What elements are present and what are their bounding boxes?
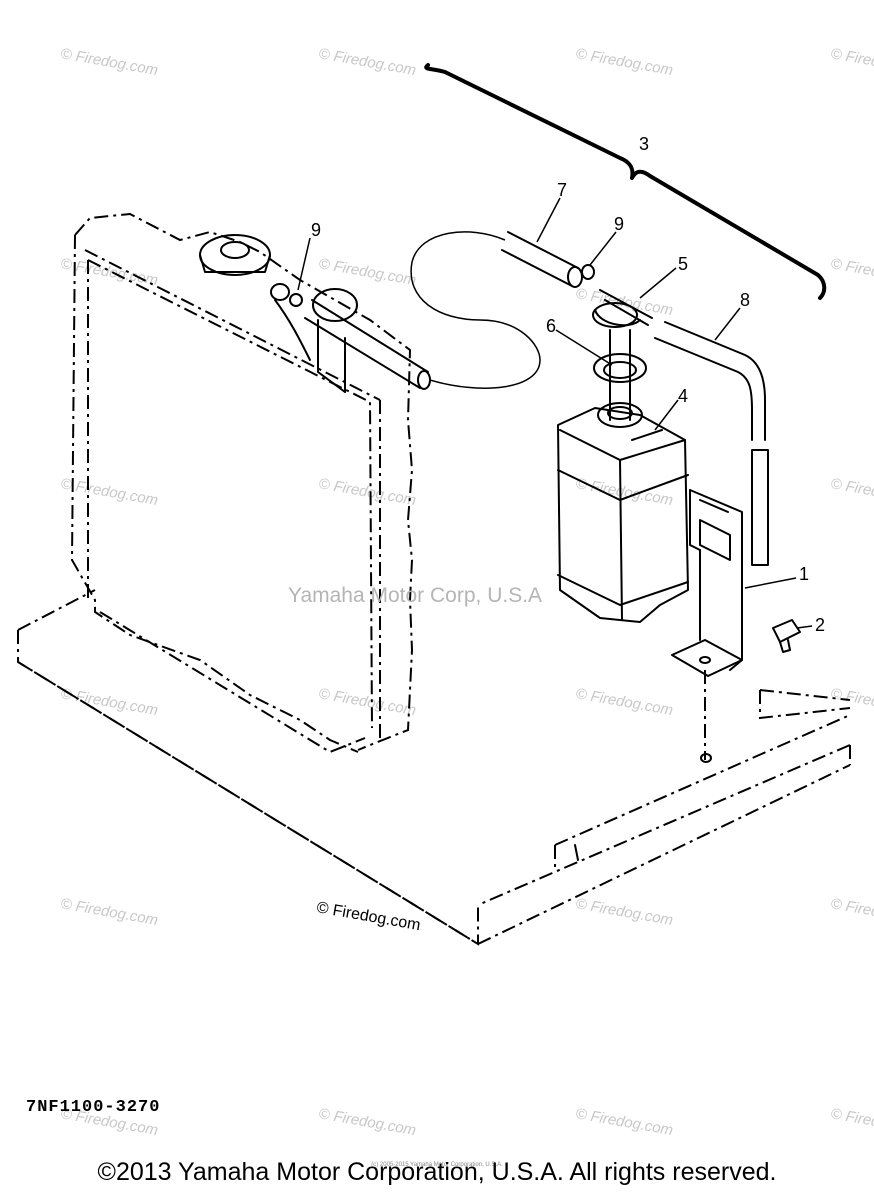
watermark: © Firedog.com: [317, 475, 417, 509]
watermark: © Firedog.com: [829, 685, 874, 719]
callout-8: 8: [740, 290, 750, 310]
watermark: © Firedog.com: [829, 45, 874, 79]
watermark: © Firedog.com: [574, 45, 674, 79]
watermark: © Firedog.com: [574, 685, 674, 719]
callout-9-radiator: 9: [311, 220, 321, 240]
reservoir-tank-4: [557, 402, 689, 623]
leader-lines: [297, 197, 813, 629]
callout-6: 6: [546, 316, 556, 336]
callout-4: 4: [678, 386, 688, 406]
kit-brace-3: [424, 63, 827, 300]
watermark: © Firedog.com: [829, 475, 874, 509]
watermark: © Firedog.com: [574, 475, 674, 509]
watermark: © Firedog.com: [59, 45, 159, 79]
callout-1: 1: [799, 564, 809, 584]
bolt-2: [772, 619, 801, 653]
clip-9: [581, 264, 595, 280]
radiator: [70, 212, 414, 753]
callout-3: 3: [639, 134, 649, 154]
drawing-code: 7NF1100-3270: [26, 1098, 161, 1117]
watermark: © Firedog.com: [317, 1105, 417, 1139]
watermark: © Firedog.com: [829, 255, 874, 289]
callout-7: 7: [557, 180, 567, 200]
watermark: © Firedog.com: [574, 895, 674, 929]
radiator-cap: [199, 234, 271, 276]
footer-copyright: ©2013 Yamaha Motor Corporation, U.S.A. A…: [97, 1158, 777, 1186]
callout-2: 2: [815, 615, 825, 635]
callout-5: 5: [678, 254, 688, 274]
firedog-copyright: © Firedog.com: [315, 899, 422, 934]
hose-7: [410, 231, 583, 389]
hose-8: [654, 321, 769, 566]
watermark: © Firedog.com: [574, 1105, 674, 1139]
watermark: © Firedog.com: [59, 475, 159, 509]
watermark: © Firedog.com: [829, 1105, 874, 1139]
watermark: © Firedog.com: [317, 685, 417, 719]
bracket-1: [671, 489, 743, 763]
watermark: © Firedog.com: [59, 895, 159, 929]
filler-neck: [270, 283, 311, 361]
callout-labels: 1 2 3 4 5 6 7 8 9 9: [311, 134, 825, 635]
watermark: © Firedog.com: [59, 685, 159, 719]
watermark: © Firedog.com: [829, 895, 874, 929]
frame-base-outline: [17, 589, 851, 946]
callout-9-tank: 9: [614, 214, 624, 234]
tank-cap-5: [592, 289, 653, 328]
watermark: © Firedog.com: [317, 255, 417, 289]
center-watermark: Yamaha Motor Corp, U.S.A: [288, 584, 542, 607]
tiny-copyright: (c) 2005-2015 Yamaha Motor Corporation, …: [371, 1162, 503, 1168]
watermark: © Firedog.com: [317, 45, 417, 79]
radiator-overflow-pipe: [304, 288, 431, 393]
